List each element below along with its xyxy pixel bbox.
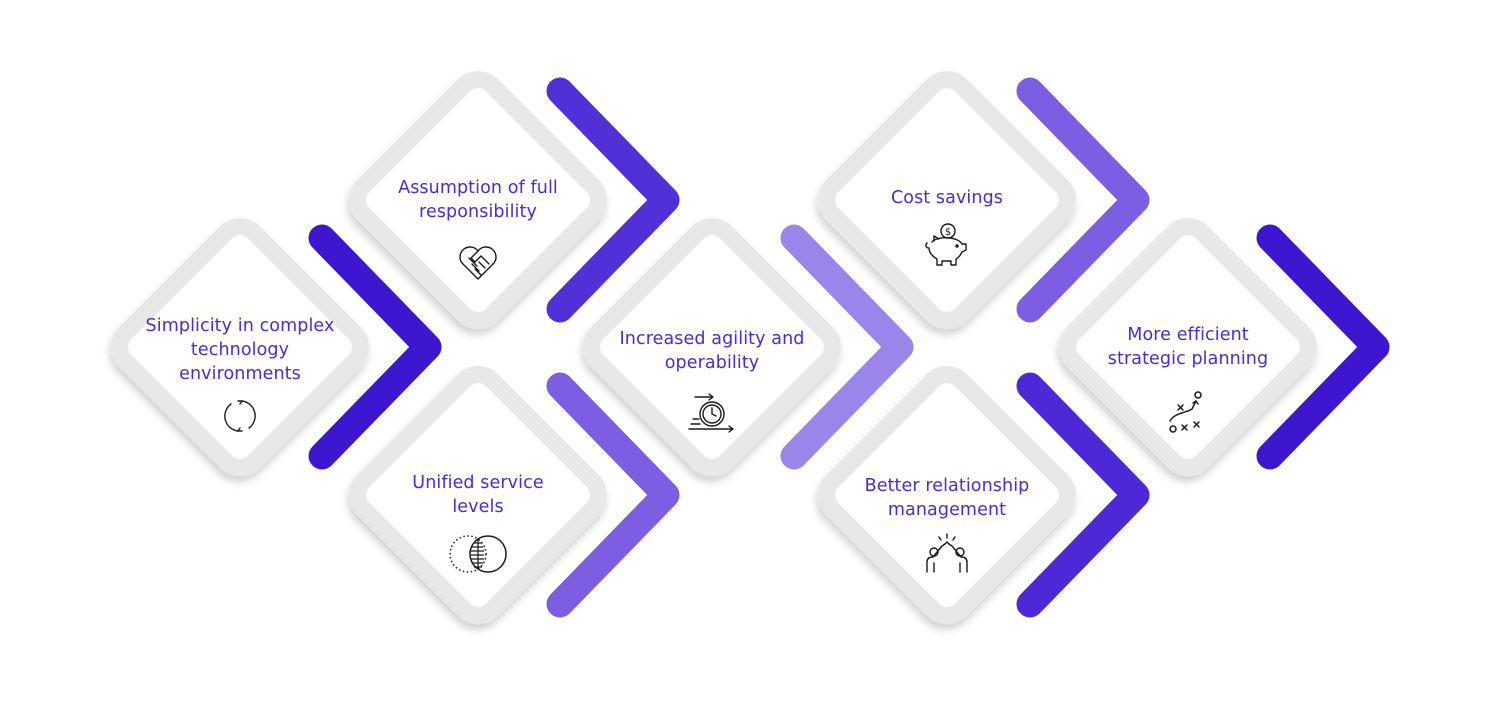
diamond-1 xyxy=(111,218,369,476)
diamond-4 xyxy=(583,218,841,476)
benefit-responsibility: Assumption of full responsibility xyxy=(368,176,588,282)
chevron-4 xyxy=(780,224,914,470)
chevron-5 xyxy=(1016,77,1150,323)
chevron-2 xyxy=(546,77,680,323)
svg-text:$: $ xyxy=(945,227,951,238)
diamond-7 xyxy=(1059,218,1317,476)
benefit-service-levels: Unified service levels xyxy=(368,471,588,575)
benefit-simplicity: Simplicity in complex technology environ… xyxy=(130,314,350,436)
chevron-7 xyxy=(1256,224,1390,470)
benefit-label: Increased agility and operability xyxy=(619,329,805,373)
benefit-strategic-planning: More efficient strategic planning xyxy=(1078,323,1298,435)
venn-circles-icon xyxy=(368,533,588,575)
refresh-icon xyxy=(130,396,350,436)
benefit-cost-savings: Cost savings $ xyxy=(837,186,1057,268)
diamond-3 xyxy=(349,366,607,624)
benefit-relationship: Better relationship management xyxy=(837,474,1057,574)
diamond-6 xyxy=(818,366,1076,624)
handshake-heart-icon xyxy=(368,244,588,282)
benefit-agility: Increased agility and operability xyxy=(602,327,822,433)
diamond-5 xyxy=(818,71,1076,329)
benefit-label: Better relationship management xyxy=(864,476,1030,520)
high-five-icon xyxy=(837,532,1057,574)
benefit-label: More efficient strategic planning xyxy=(1107,325,1269,369)
chevron-3 xyxy=(546,372,680,618)
chevron-1 xyxy=(308,224,442,470)
benefit-label: Unified service levels xyxy=(412,473,544,517)
piggy-bank-icon: $ xyxy=(837,222,1057,268)
benefit-label: Assumption of full responsibility xyxy=(398,178,558,222)
benefit-label: Simplicity in complex technology environ… xyxy=(145,316,335,384)
strategy-plan-icon xyxy=(1078,391,1298,435)
benefit-label: Cost savings xyxy=(890,188,1004,208)
chevron-6 xyxy=(1016,372,1150,618)
fast-stopwatch-icon xyxy=(602,391,822,433)
diamond-2 xyxy=(349,71,607,329)
